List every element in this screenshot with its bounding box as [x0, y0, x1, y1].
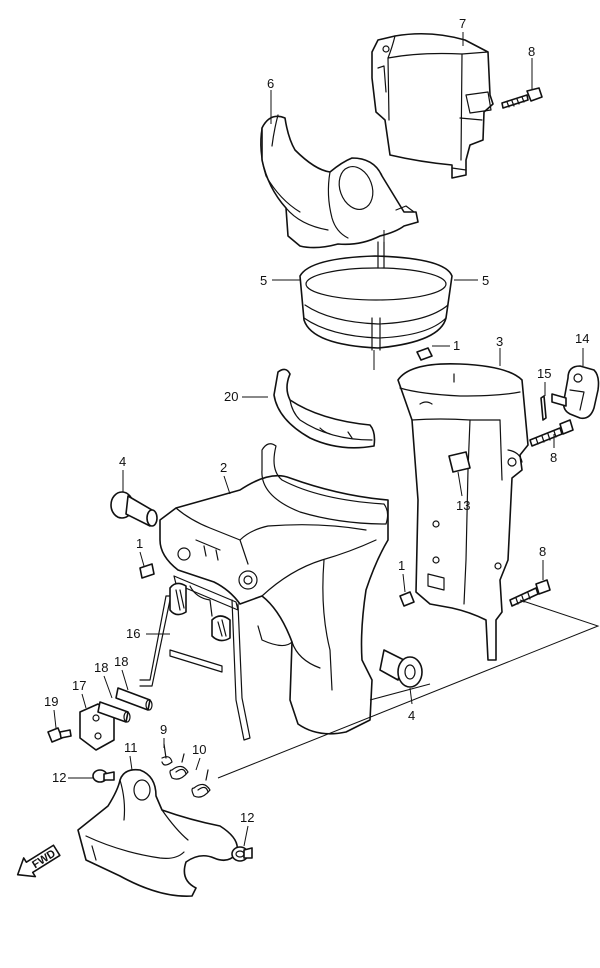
callout-17: 17 — [72, 678, 86, 693]
callout-3: 3 — [496, 334, 503, 349]
part-1-bushing-right — [399, 591, 415, 607]
part-4-pin-right — [379, 649, 423, 688]
part-6-swivel-top — [260, 114, 419, 249]
callout-labels: 7 8 6 5 5 1 3 14 15 20 8 4 2 13 1 8 1 16… — [44, 16, 589, 825]
part-8-bolt-middle — [529, 419, 574, 447]
callout-5-left: 5 — [260, 273, 267, 288]
callout-1-upper: 1 — [453, 338, 460, 353]
callout-4-left: 4 — [119, 454, 126, 469]
callout-8-upper: 8 — [528, 44, 535, 59]
callout-1-left: 1 — [136, 536, 143, 551]
callout-16: 16 — [126, 626, 140, 641]
part-18-rollers — [97, 687, 153, 723]
part-12-screw-right — [231, 846, 253, 862]
callout-19: 19 — [44, 694, 58, 709]
callout-2: 2 — [220, 460, 227, 475]
part-13-pad — [448, 451, 471, 473]
part-19-bolt — [47, 727, 72, 743]
callout-12-left: 12 — [52, 770, 66, 785]
callout-1-right: 1 — [398, 558, 405, 573]
callout-18-right: 18 — [114, 654, 128, 669]
part-1-bushing-left — [139, 563, 155, 579]
part-2-swivel-bracket — [159, 443, 389, 735]
part-12-screw-left — [92, 769, 115, 783]
part-3-stern-bracket-right — [397, 363, 529, 661]
callout-12-right: 12 — [240, 810, 254, 825]
callout-10: 10 — [192, 742, 206, 757]
callout-8-lower: 8 — [539, 544, 546, 559]
callout-13: 13 — [456, 498, 470, 513]
callout-5-right: 5 — [482, 273, 489, 288]
callout-18-left: 18 — [94, 660, 108, 675]
part-15-pin — [540, 395, 547, 421]
part-10-springs — [169, 753, 211, 798]
part-20-arc-bushing — [273, 368, 376, 449]
leader-lines — [53, 32, 600, 847]
callout-11: 11 — [124, 740, 138, 755]
part-16-tilt-lever — [139, 575, 251, 741]
part-1-bushing-upper — [416, 347, 433, 361]
callout-4-right: 4 — [408, 708, 415, 723]
part-4-pin-left — [110, 491, 158, 527]
callout-9: 9 — [160, 722, 167, 737]
callout-6: 6 — [267, 76, 274, 91]
part-11-lever-handle — [77, 768, 239, 897]
part-7-upper-clamp — [371, 32, 494, 179]
callout-14: 14 — [575, 331, 589, 346]
part-8-bolt-upper — [501, 87, 543, 109]
callout-8-middle: 8 — [550, 450, 557, 465]
part-5-bushings — [299, 241, 453, 351]
fwd-arrow-icon: FWD — [16, 844, 61, 878]
part-14-knob — [551, 365, 600, 420]
callout-7: 7 — [459, 16, 466, 31]
callout-20: 20 — [224, 389, 238, 404]
part-8-bolt-lower — [509, 579, 551, 607]
callout-15: 15 — [537, 366, 551, 381]
